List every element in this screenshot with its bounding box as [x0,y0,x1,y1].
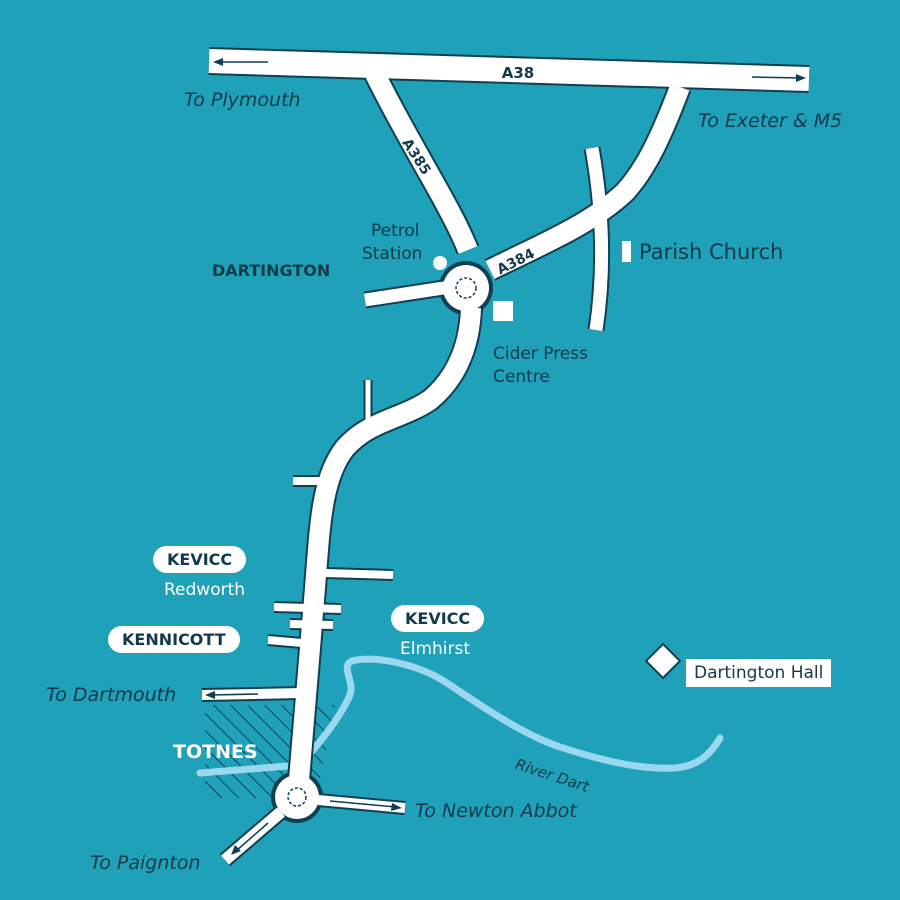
label-to-newton-abbot: To Newton Abbot [415,800,577,822]
river-dart [196,655,724,777]
road-to-totnes [289,307,481,781]
label-cider-press: Cider Press Centre [493,343,588,389]
road-side-4 [289,620,334,629]
label-petrol-line-2: Station [362,243,423,264]
label-redworth: Redworth [164,580,246,600]
label-to-plymouth: To Plymouth [184,89,301,111]
label-parish-church: Parish Church [639,240,784,264]
label-elmhirst: Elmhirst [400,639,471,659]
petrol-station-marker [433,256,447,270]
road-a38 [208,49,810,91]
road-side-5 [267,636,303,647]
badge-kennicott: KENNICOTT [108,626,240,654]
road-fills [201,49,810,865]
road-a385 [366,69,478,254]
arrow-paignton-icon [231,822,269,855]
badge-kevicc-redworth: KEVICC [153,546,247,574]
road-side-3 [273,603,342,613]
label-to-dartmouth: To Dartmouth [46,684,177,706]
label-dartington: DARTINGTON [212,261,331,280]
arrow-newton-abbot-icon [329,800,402,811]
parish-church-marker [622,241,631,262]
label-petrol-station: Petrol Station [362,220,422,266]
road-label-a38: A38 [502,64,534,82]
arrow-dartmouth-icon [205,691,259,699]
arrow-plymouth-icon [213,58,268,66]
road-a384 [485,83,690,279]
label-petrol-line-1: Petrol [371,221,420,241]
label-dartington-hall: Dartington Hall [686,659,832,688]
label-cider-line-1: Cider Press [493,344,588,364]
label-to-paignton: To Paignton [90,852,201,874]
roundabout-dartington [443,265,489,311]
road-west-spur [364,280,451,307]
dartington-hall-marker [644,642,682,680]
cider-press-marker [493,301,513,321]
badge-kevicc-elmhirst: KEVICC [391,605,485,633]
label-cider-line-2: Centre [493,366,550,387]
road-side-2 [324,569,394,579]
arrow-exeter-icon [751,74,806,82]
label-to-exeter: To Exeter & M5 [698,110,843,132]
label-totnes: TOTNES [173,741,258,763]
direction-arrows [205,58,806,855]
roundabout-totnes [275,775,319,819]
road-church-lane [585,146,609,331]
